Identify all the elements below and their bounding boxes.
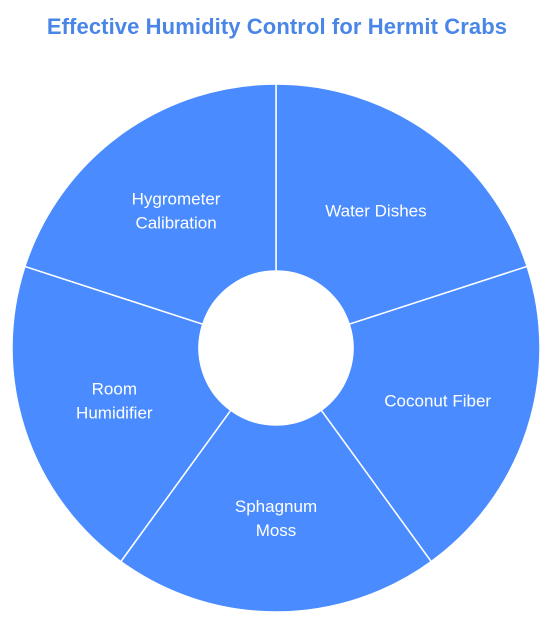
label-water-dishes: Water Dishes <box>325 201 426 220</box>
donut-center <box>199 271 353 425</box>
chart-title: Effective Humidity Control for Hermit Cr… <box>46 14 508 39</box>
donut-slices <box>11 83 541 613</box>
label-coconut-fiber: Coconut Fiber <box>384 392 491 411</box>
